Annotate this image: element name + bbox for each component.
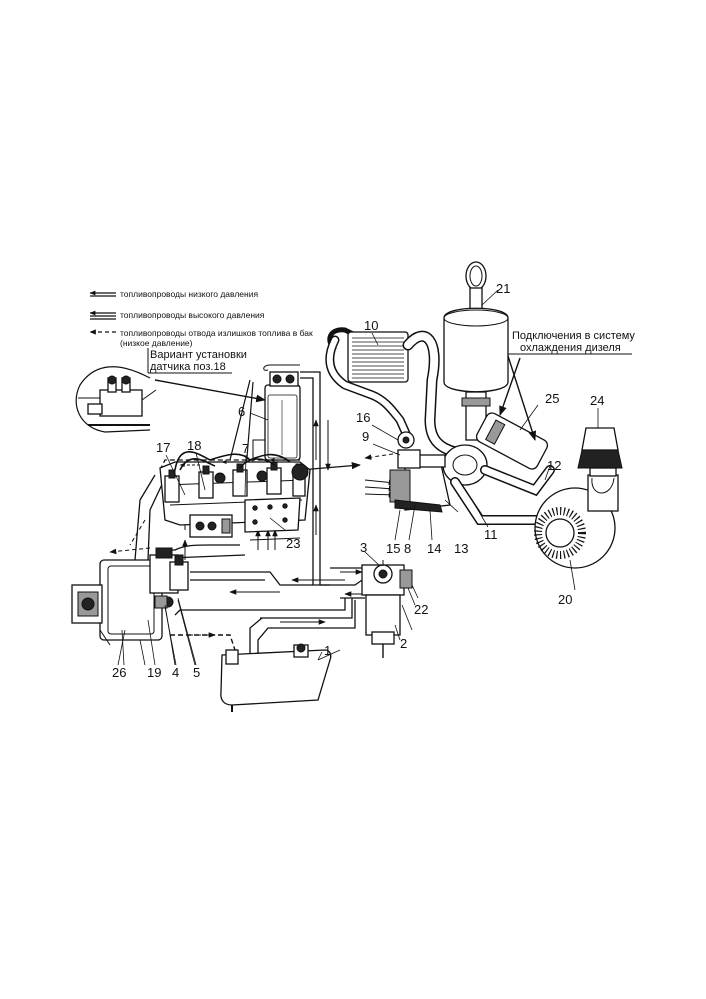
engine-injectors xyxy=(159,451,311,541)
coarse-fuel-filter xyxy=(361,560,419,658)
label-23: 23 xyxy=(286,536,300,551)
variant-note-line2: датчика поз.18 xyxy=(150,361,226,373)
label-6: 6 xyxy=(238,404,245,419)
legend-high-pressure: топливопроводы высокого давления xyxy=(89,310,265,320)
label-7: 7 xyxy=(242,441,249,456)
label-4: 4 xyxy=(172,665,179,680)
label-9: 9 xyxy=(362,429,369,444)
label-5: 5 xyxy=(193,665,200,680)
legend-high-pressure-label: топливопроводы высокого давления xyxy=(120,310,265,320)
cooling-connection: Подключения в систему охлаждения дизеля xyxy=(499,330,635,441)
label-3: 3 xyxy=(360,540,367,555)
label-24: 24 xyxy=(590,393,604,408)
label-10: 10 xyxy=(364,318,378,333)
label-21: 21 xyxy=(496,281,510,296)
label-14: 14 xyxy=(427,541,441,556)
legend-low-pressure-label: топливопроводы низкого давления xyxy=(120,289,258,299)
label-8: 8 xyxy=(404,541,411,556)
injection-pump xyxy=(71,547,196,666)
legend-low-pressure: топливопроводы низкого давления xyxy=(89,289,258,299)
label-1: 1 xyxy=(324,643,331,658)
cooling-note-line2: охлаждения дизеля xyxy=(520,342,621,354)
label-2: 2 xyxy=(400,636,407,651)
label-19: 19 xyxy=(147,665,161,680)
legend-return-line: топливопроводы отвода излишков топлива в… xyxy=(89,328,313,348)
legend-return-line-label: топливопроводы отвода излишков топлива в… xyxy=(120,328,313,338)
air-intake-system xyxy=(325,261,623,569)
cooling-note-line1: Подключения в систему xyxy=(512,330,635,342)
variant-inset: Вариант установки датчика поз.18 xyxy=(75,348,266,433)
label-18: 18 xyxy=(187,438,201,453)
label-20: 20 xyxy=(558,592,572,607)
label-11: 11 xyxy=(484,527,498,542)
leader-lines xyxy=(121,289,599,666)
legend-return-line-note: (низкое давление) xyxy=(120,338,193,348)
variant-note-line1: Вариант установки xyxy=(150,349,247,361)
label-13: 13 xyxy=(454,541,468,556)
label-15: 15 xyxy=(386,541,400,556)
label-12: 12 xyxy=(547,458,561,473)
label-26: 26 xyxy=(112,665,126,680)
label-25: 25 xyxy=(545,391,559,406)
label-16: 16 xyxy=(356,410,370,425)
part-labels: 1 2 3 4 5 6 7 8 9 10 11 12 13 14 15 16 1… xyxy=(112,281,604,680)
fuel-tank xyxy=(220,643,341,712)
label-22: 22 xyxy=(414,602,428,617)
label-17: 17 xyxy=(156,440,170,455)
legend: топливопроводы низкого давления топливоп… xyxy=(89,289,313,348)
